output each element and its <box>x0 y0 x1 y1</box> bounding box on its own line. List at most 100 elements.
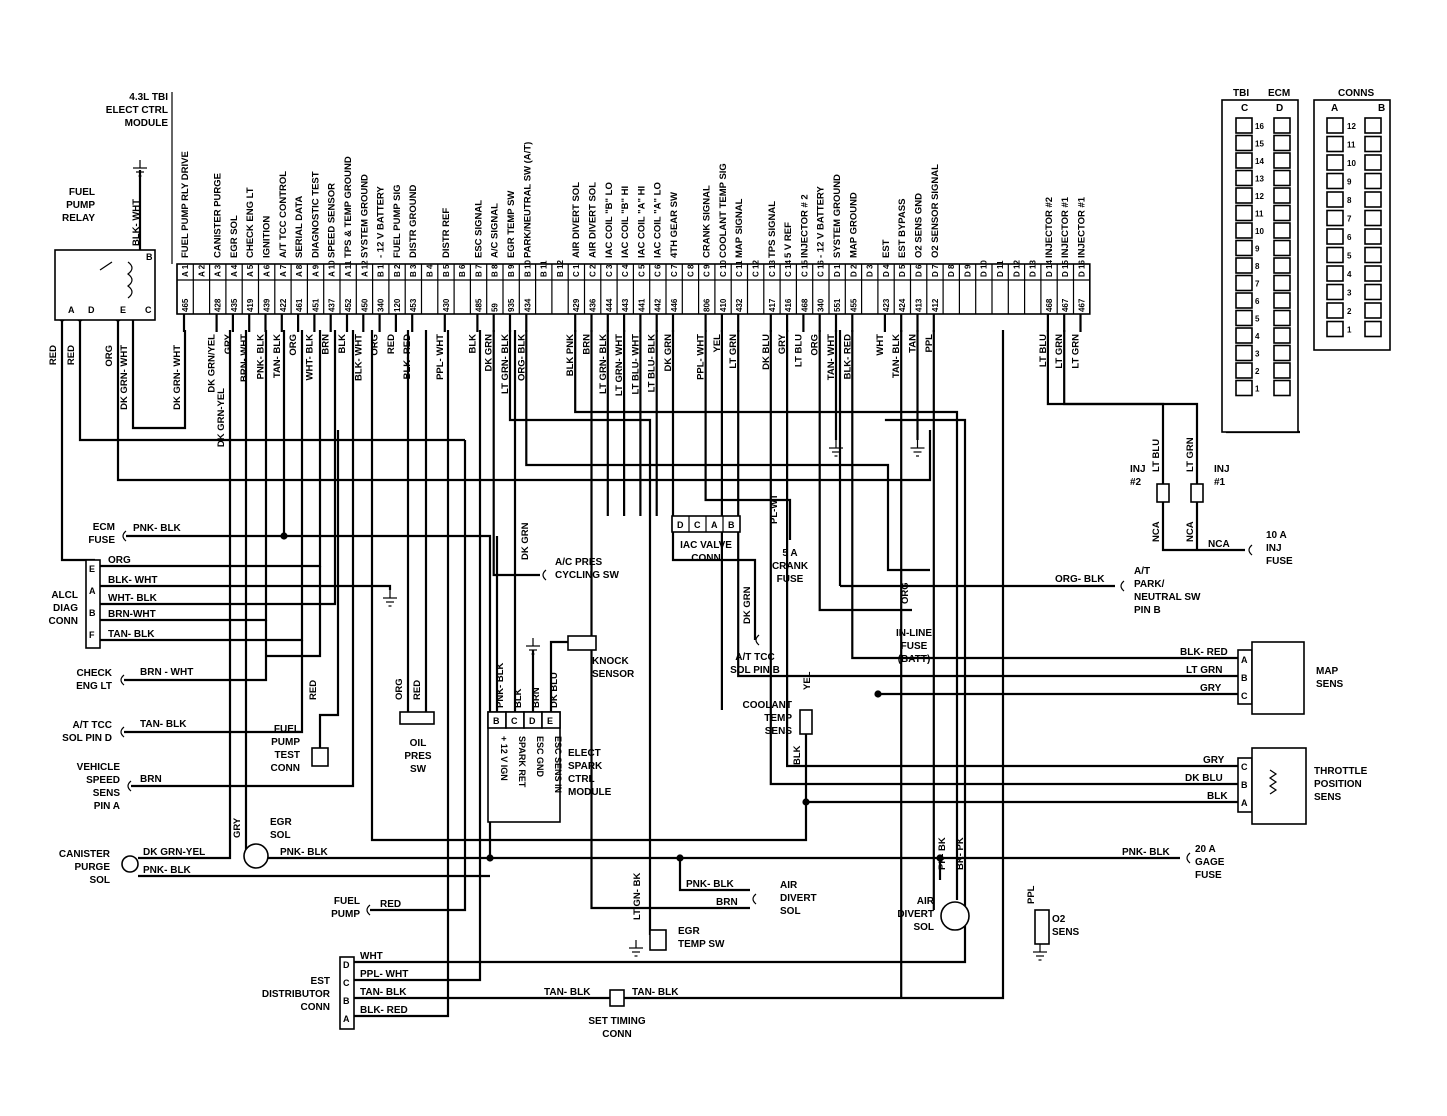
aldl-connector <box>85 559 101 649</box>
pin-number: 7 <box>1347 215 1352 224</box>
est-wire: PPL- WHT <box>360 969 408 980</box>
wire-color-label: TAN- BLK <box>272 334 283 378</box>
ecm-pin-label: A 6 <box>263 264 272 277</box>
ecm-pin-label: D 10 <box>980 260 989 277</box>
map-wire: BLK- RED <box>1180 647 1228 658</box>
oil-red-label: RED <box>412 680 423 700</box>
wire-egr-temp <box>508 330 652 935</box>
injector-2 <box>1156 483 1170 503</box>
ecm-d-cavity <box>1273 362 1291 379</box>
air2-w2: BK- PK <box>955 837 966 870</box>
ecm-pin-label: C 9 <box>703 264 712 277</box>
ground-symbol <box>1033 944 1047 961</box>
ecm-pin-label: B 3 <box>409 264 418 277</box>
ecm-c-cavity <box>1235 379 1253 397</box>
ecm-circuit-number: 435 <box>230 298 239 312</box>
egr-sol-label: EGR <box>270 817 292 828</box>
ecm-pin-label: B 12 <box>556 260 565 277</box>
conn-a-cavity <box>1326 117 1344 134</box>
ecm-d-cavity <box>1273 204 1291 222</box>
check-eng-label: ENG LT <box>76 681 112 692</box>
conns-label: CONNS <box>1338 88 1374 99</box>
ecm-circuit-number: 340 <box>817 298 826 312</box>
ecm-terminal-function: 5 V REF <box>783 222 794 258</box>
knock-label: KNOCK <box>592 656 629 667</box>
splice-dot <box>874 690 882 698</box>
egr-sol-label: SOL <box>270 830 291 841</box>
wire-color-label: LT BLU- BLK <box>647 334 658 393</box>
wire-color-label: BRN- WHT <box>239 334 250 382</box>
ecm-circuit-number: 419 <box>246 298 255 312</box>
ecm-circuit-number: 444 <box>605 298 614 312</box>
fuel-pump-relay-label: FUEL <box>69 187 95 198</box>
wire-dkgrn-yel <box>138 330 232 860</box>
park-neutral-label: PIN B <box>1134 605 1161 616</box>
tps-pin: B <box>1241 780 1248 790</box>
gage-fuse-label: FUSE <box>1195 870 1222 881</box>
col-c: C <box>1241 103 1248 114</box>
ecm-circuit-number: 452 <box>344 298 353 312</box>
inj-fuse-label: INJ <box>1266 543 1282 554</box>
air2-w1: PK- BK <box>937 837 948 870</box>
tps-label: POSITION <box>1314 779 1362 790</box>
fuel-pump-wire: RED <box>380 899 401 910</box>
ecm-d-cavity <box>1273 327 1291 344</box>
ecm-pin-label: D 5 <box>898 264 907 277</box>
ecm-circuit-number: 436 <box>589 298 598 312</box>
ecm-circuit-number: 551 <box>833 298 842 312</box>
aldl-wire: BLK- WHT <box>108 575 157 586</box>
tcc-pin-b-label: SOL PIN B <box>730 665 780 676</box>
ground-symbol <box>629 940 643 957</box>
wire-color-label: DK GRN/YEL <box>207 334 218 393</box>
wire-color-label: LT GRN- BLK <box>598 334 609 394</box>
ecm-circuit-number: 432 <box>735 298 744 312</box>
ecm-terminal-function: SYSTEM GROUND <box>832 174 843 258</box>
wire-color-label: BRN <box>582 334 593 355</box>
ground-symbol <box>910 440 925 457</box>
wire-color-label: PPL- WHT <box>435 334 446 380</box>
connector-mark <box>1248 544 1253 556</box>
ecm-terminal-function: SERIAL DATA <box>294 196 305 258</box>
inj2-label: #2 <box>1130 477 1142 488</box>
egr-temp-sw <box>649 929 667 951</box>
ecm-circuit-number: 423 <box>882 298 891 312</box>
conn-a-cavity <box>1326 283 1344 301</box>
air-w2: BRN <box>716 897 738 908</box>
ecm-pin-label: A 9 <box>311 264 320 277</box>
esc-module <box>487 711 561 823</box>
wire-tcc-d <box>124 640 304 734</box>
ecm-circuit-number: 437 <box>328 298 337 312</box>
ecm-circuit-number: 422 <box>279 298 288 312</box>
connector-mark <box>1120 580 1125 592</box>
relay-wire-label: BLK- WHT <box>131 199 142 246</box>
pin-number: 3 <box>1255 350 1260 359</box>
aldl-label: CONN <box>49 616 78 627</box>
fuel-pump-label: PUMP <box>331 909 360 920</box>
o2-sensor <box>1034 909 1050 945</box>
check-eng-label: CHECK <box>76 668 112 679</box>
map-pin: A <box>1241 655 1248 665</box>
egr-temp-label: EGR <box>678 926 700 937</box>
iac-pin: D <box>677 520 684 530</box>
tps-resistor <box>1268 769 1278 795</box>
wire-color-label: BLK- RED <box>402 334 413 380</box>
injector-1 <box>1190 483 1204 503</box>
inj1-label: #1 <box>1214 477 1226 488</box>
wire-color-label: ORG <box>810 334 821 356</box>
ecm-terminal-function: IGNITION <box>262 216 273 258</box>
wire-red1 <box>60 318 95 562</box>
wire-color-label: PNK- BLK <box>256 334 267 380</box>
air-divert1-label: DIVERT <box>780 893 817 904</box>
ac-pres-label: A/C PRES <box>555 557 603 568</box>
ecm-circuit-number: 453 <box>409 298 418 312</box>
connector-mark <box>755 634 760 646</box>
ecm-terminal-function: IAC COIL "B" HI <box>620 186 631 258</box>
ecm-terminal-function: INJECTOR #2 <box>1044 197 1055 258</box>
wire-color-label: ORG- BLK <box>516 334 527 381</box>
ecm-terminal-function: MAP GROUND <box>848 192 859 258</box>
ecm-pin-label: D 16 <box>1078 260 1087 277</box>
oil-pres-label: PRES <box>404 751 432 762</box>
wire-dkgrn-wht-label: DK GRN- WHT <box>119 345 130 410</box>
aldl-label: DIAG <box>53 603 78 614</box>
ecm-terminal-function: INJECTOR #1 <box>1077 196 1088 258</box>
